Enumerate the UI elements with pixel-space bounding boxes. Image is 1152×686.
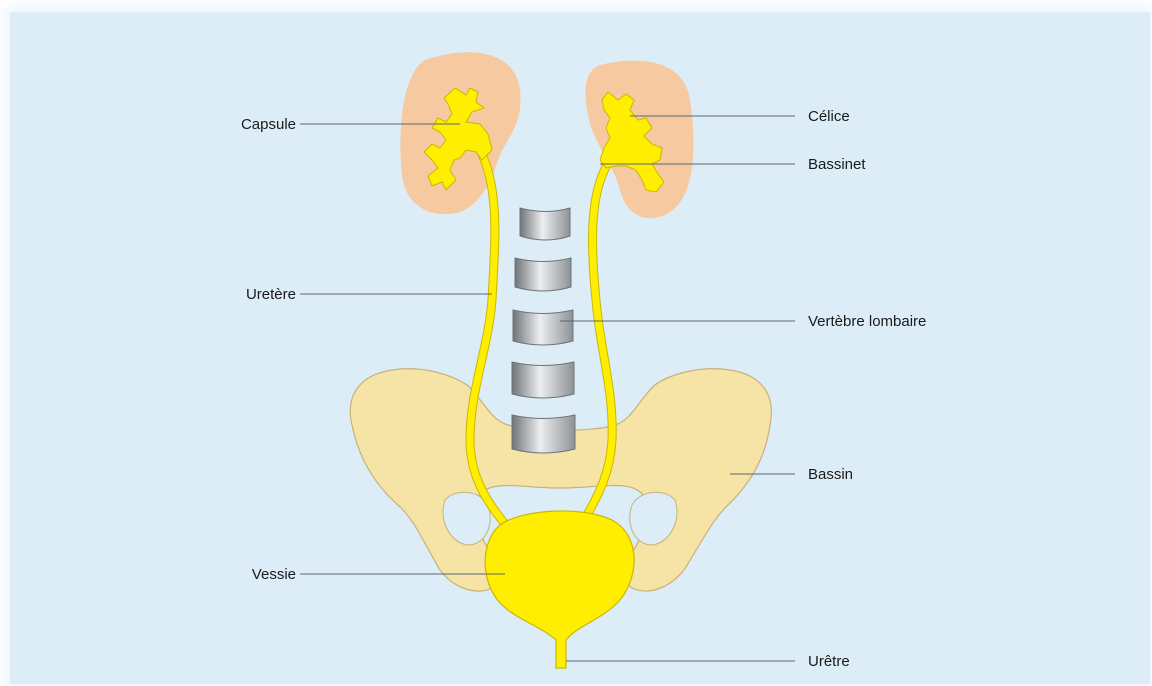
label-capsule: Capsule — [241, 116, 296, 133]
label-vessie: Vessie — [252, 566, 296, 583]
vertebrae-group — [512, 208, 575, 453]
vertebra-5 — [512, 415, 575, 453]
vertebra-2 — [515, 258, 571, 291]
label-vertebre: Vertèbre lombaire — [808, 313, 926, 330]
vertebra-1 — [520, 208, 570, 240]
label-calice: Célice — [808, 108, 850, 125]
vertebra-4 — [512, 362, 574, 398]
label-uretere: Uretère — [246, 286, 296, 303]
bladder — [485, 511, 634, 668]
label-bassin: Bassin — [808, 466, 853, 483]
vertebra-3 — [513, 310, 573, 345]
label-uretre: Urêtre — [808, 653, 850, 670]
label-bassinet: Bassinet — [808, 156, 866, 173]
